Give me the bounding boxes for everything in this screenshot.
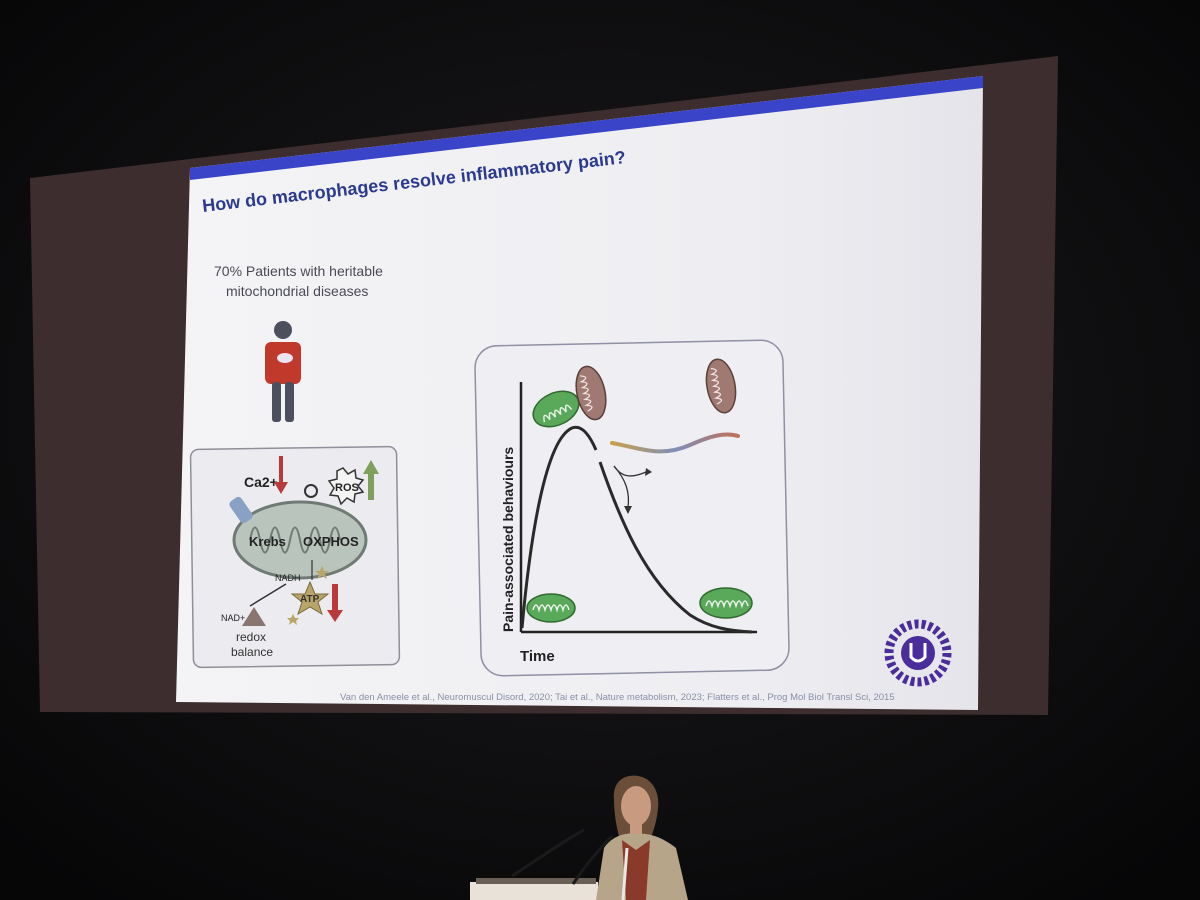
slide: How do macrophages resolve inflammatory … — [176, 76, 983, 710]
speaker-top — [622, 840, 650, 900]
branch-arrow — [613, 465, 630, 509]
mitochondria-transfer-strand — [610, 432, 740, 454]
graph-y-label: Pain-associated behaviours — [500, 447, 516, 632]
graph-x-label: Time — [520, 648, 555, 665]
pain-curve-rise — [520, 425, 598, 629]
speaker-face — [621, 786, 651, 826]
speaker-person — [596, 775, 688, 900]
nad-label: NAD+ — [221, 613, 245, 623]
redox-label-line2: balance — [231, 645, 273, 659]
redox-label-line1: redox — [236, 630, 266, 644]
nadh-connector — [249, 583, 287, 607]
atp-label: ATP — [300, 594, 320, 605]
citation-text: Van den Ameele et al., Neuromuscul Disor… — [340, 692, 895, 703]
pain-graph: Pain-associated behaviours Time — [474, 339, 790, 677]
calcium-down-arrow-icon — [274, 456, 288, 494]
small-star-icon — [287, 614, 299, 625]
lectern-edge — [476, 878, 596, 884]
ros-burst-icon — [327, 467, 365, 506]
lanyard — [621, 847, 629, 900]
person-icon — [265, 321, 301, 422]
atp-star-icon — [290, 580, 330, 616]
ros-up-arrow-icon — [363, 460, 379, 500]
redox-balance-icon — [242, 607, 266, 626]
calcium-label: Ca2+ — [244, 474, 278, 490]
atp-down-arrow-icon — [327, 584, 343, 622]
mitochondria-diagram: Ca2+ ROS Krebs OXPHOS NADH NAD+ redox ba… — [189, 445, 401, 669]
microphone-left — [511, 828, 585, 878]
microphone-right — [571, 834, 614, 885]
small-star-icon — [315, 566, 329, 579]
branch-arrow-head — [624, 506, 632, 514]
lectern — [470, 878, 598, 900]
oxphos-label: OXPHOS — [303, 534, 359, 549]
speaker-neck — [630, 822, 642, 836]
lectern-top — [470, 882, 598, 900]
mitochondrion-icon — [532, 390, 580, 428]
nadh-label: NADH — [275, 573, 301, 583]
damaged-mitochondrion-icon — [575, 365, 607, 421]
calcium-channel-icon — [229, 496, 253, 524]
mitochondrion-icon — [699, 587, 753, 619]
slide-top-accent-bar — [190, 76, 983, 180]
patients-text-line1: 70% Patients with heritable — [214, 263, 383, 279]
mitochondrion-icon — [526, 593, 576, 623]
pain-curve-fall — [598, 461, 753, 634]
mitochondrion-icon — [232, 500, 368, 580]
branch-arrow-head — [645, 468, 652, 476]
patients-text-line2: mitochondrial diseases — [226, 283, 368, 299]
pore-icon — [304, 484, 318, 498]
ros-label: ROS — [335, 482, 359, 494]
krebs-label: Krebs — [249, 534, 286, 549]
damaged-mitochondrion-icon — [705, 358, 737, 414]
university-logo-icon — [884, 619, 952, 687]
